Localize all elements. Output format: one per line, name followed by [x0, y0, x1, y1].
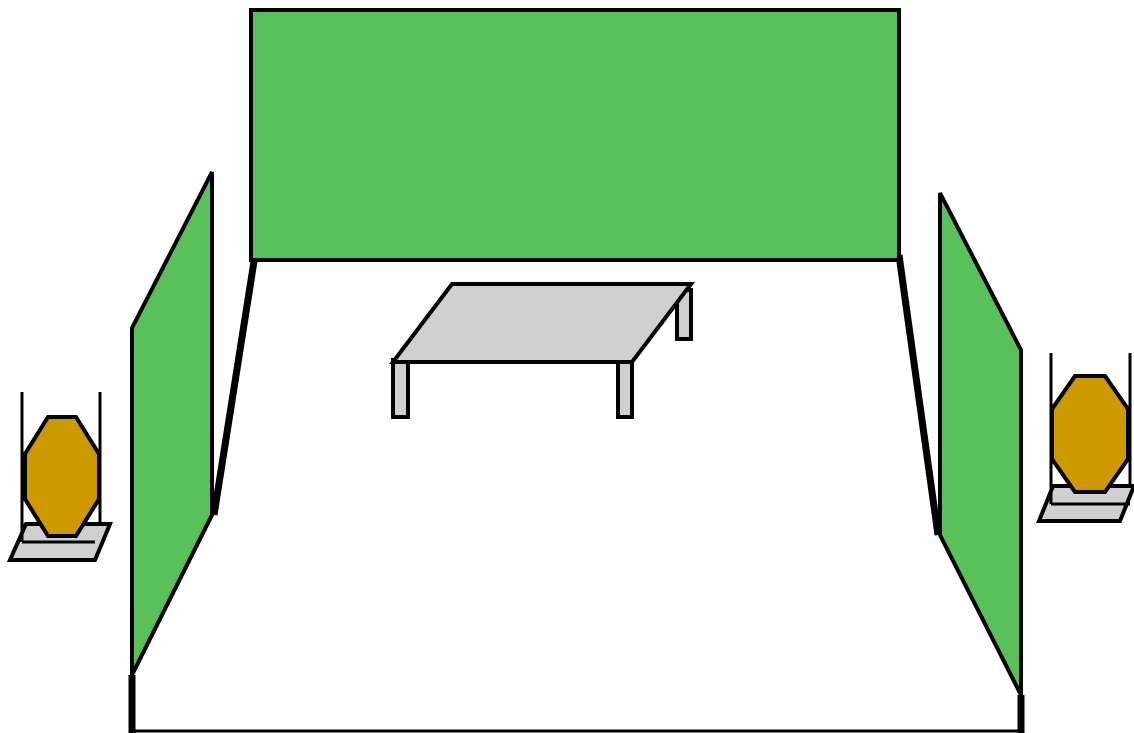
octagon-softbox-light-icon	[6, 392, 113, 562]
table-icon	[388, 282, 696, 419]
left-green-screen	[130, 171, 214, 676]
left-floor-edge	[210, 254, 259, 516]
table-leg-front-left	[391, 358, 410, 419]
table-leg-front-right	[616, 358, 634, 419]
octagon-softbox-light-icon	[1036, 353, 1134, 523]
right-light-panel	[1050, 374, 1130, 494]
floor-outline	[128, 254, 1025, 733]
right-floor-edge	[895, 254, 942, 536]
left-light-panel	[23, 415, 101, 538]
back-green-screen	[249, 8, 901, 262]
table-top	[388, 282, 696, 364]
right-green-screen	[938, 192, 1023, 696]
